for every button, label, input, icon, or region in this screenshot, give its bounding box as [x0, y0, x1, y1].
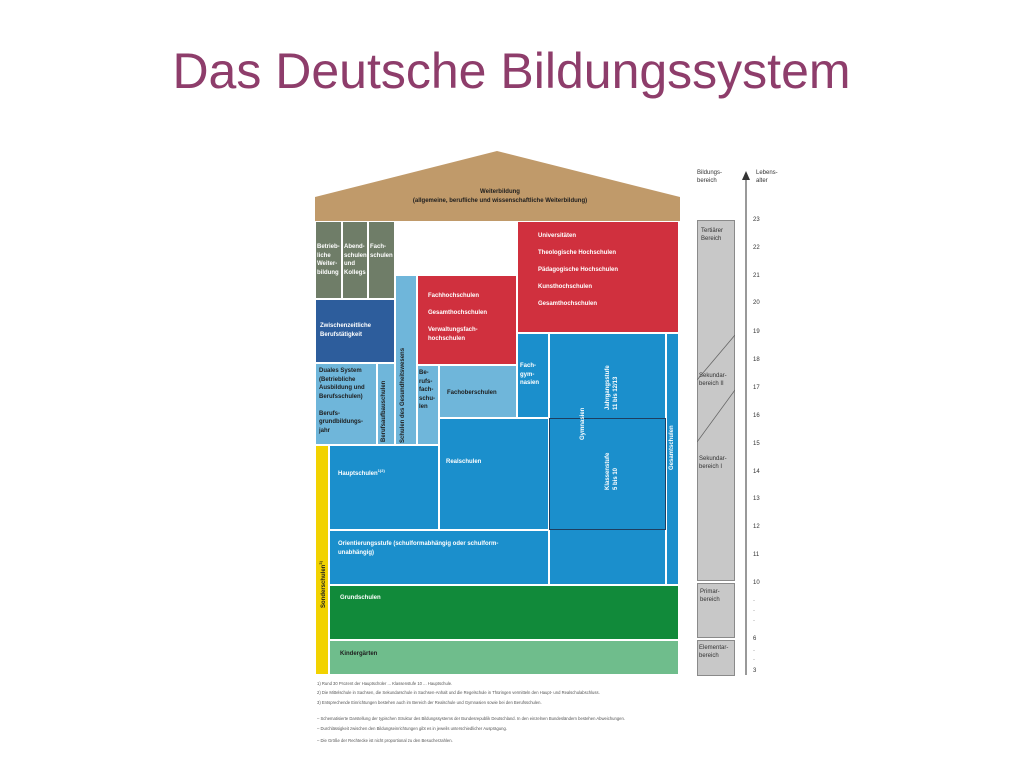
hauptschulen-text: Hauptschulen	[338, 470, 378, 477]
age-label: 19	[753, 329, 760, 335]
age-label: 12	[753, 524, 760, 530]
gesamtschulen-label: Gesamtschulen	[669, 425, 675, 470]
age-label: 23	[753, 217, 760, 223]
abendschulen-box	[342, 221, 368, 299]
fachgymnasien-label: Fach- gym- nasien	[520, 363, 540, 386]
lebensalter-header: Lebens- alter	[756, 170, 778, 184]
age-label: 11	[753, 552, 760, 558]
realschulen-box	[439, 418, 549, 530]
duales-system-box	[315, 363, 377, 445]
gymnasien-klassenstufe-divider	[549, 418, 666, 530]
age-label: 17	[753, 385, 760, 391]
kindergaerten-label: Kindergärten	[340, 651, 378, 657]
sonderschulen-footnote-ref: 3)	[318, 561, 323, 565]
sonderschulen-box	[315, 445, 329, 675]
primarbereich-label: Primar- bereich	[700, 589, 720, 603]
berufsfachschulen-label: Be- rufs- fach- schu- len	[419, 370, 436, 410]
sekundarbereich-2-label: Sekundar- bereich II	[699, 373, 727, 387]
footnote: – Die Größe der Rechtecke ist nicht prop…	[317, 738, 453, 743]
age-label: 10	[753, 580, 760, 586]
betriebliche-weiterbildung-label: Betrieb- liche Weiter- bildung	[317, 244, 340, 276]
fachoberschulen-box	[439, 365, 517, 418]
footnote: – Schematisierte Darstellung der typisch…	[317, 716, 625, 721]
age-label: ·	[753, 618, 755, 624]
age-label: ·	[753, 648, 755, 654]
gesamtschulen-box	[666, 333, 679, 585]
berufsfachschulen-box	[417, 365, 439, 445]
age-label: 15	[753, 441, 760, 447]
age-label: 16	[753, 413, 760, 419]
footnote: 1) Rund 30 Prozent der Hauptschüler ... …	[317, 681, 453, 686]
footnote: – Durchlässigkeit zwischen den Bildungse…	[317, 726, 507, 731]
gymnasien-box	[549, 333, 666, 585]
age-label: 14	[753, 469, 760, 475]
weiterbildung-label: Weiterbildung (allgemeine, berufliche un…	[412, 189, 588, 204]
abendschulen-label: Abend- schulen und Kollegs	[344, 244, 367, 276]
page-title: Das Deutsche Bildungssystem	[172, 43, 851, 99]
bereich-bar-upper	[697, 220, 735, 581]
age-label: 13	[753, 496, 760, 502]
age-label: 22	[753, 245, 760, 251]
age-label: 20	[753, 300, 760, 306]
berufsaufbauschulen-label: Berufsaufbauschulen	[381, 380, 387, 442]
kindergaerten-box	[329, 640, 679, 675]
orientierungsstufe-label: Orientierungsstufe (schulformabhängig od…	[338, 541, 499, 556]
age-label: 18	[753, 357, 760, 363]
fachgymnasien-box	[517, 333, 549, 418]
age-label: 3	[753, 668, 757, 674]
universitaeten-box	[517, 221, 679, 333]
klassenstufe-label: Klassenstufe 5 bis 10	[605, 452, 619, 490]
duales-system-label: Duales System (Betriebliche Ausbildung u…	[319, 368, 365, 434]
jahrgangsstufe-label: Jahrgangsstufe 11 bis 12/13	[605, 365, 619, 410]
elementarbereich-label: Elementar- bereich	[699, 645, 729, 659]
age-label: ·	[753, 608, 755, 614]
orientierungsstufe-box	[329, 530, 549, 585]
fachoberschulen-label: Fachoberschulen	[447, 390, 497, 396]
hauptschulen-box	[329, 445, 439, 530]
grundschulen-box	[329, 585, 679, 640]
primarbereich-bar	[697, 583, 735, 638]
zwischenzeitliche-berufstaetigkeit-label: Zwischenzeitliche Berufstätigkeit	[320, 323, 372, 338]
footnote: 3) Entsprechende Einrichtungen bestehen …	[317, 700, 542, 705]
footnote: 2) Die Mittelschule in Sachsen, die Seku…	[317, 690, 600, 695]
hauptschulen-footnote-ref: 1)2)	[377, 467, 385, 473]
bereich-dividers	[697, 334, 735, 443]
fachschulen-box	[368, 221, 395, 299]
weiterbildung-roof	[315, 151, 680, 221]
age-label: 21	[753, 273, 760, 279]
age-label: 6	[753, 636, 757, 642]
elementarbereich-bar	[697, 640, 735, 676]
grundschulen-label: Grundschulen	[340, 595, 381, 601]
realschulen-label: Realschulen	[446, 459, 482, 465]
age-label: ·	[753, 657, 755, 663]
universitaeten-label: Universitäten Theologische Hochschulen P…	[538, 233, 619, 307]
sonderschulen-text: Sonderschulen	[321, 564, 327, 608]
age-label: ·	[753, 598, 755, 604]
fachhochschulen-box	[417, 275, 517, 365]
hauptschulen-label: Hauptschulen1)2)	[338, 458, 385, 478]
zwischenzeitliche-berufstaetigkeit-box	[315, 299, 395, 363]
bildungsbereich-header: Bildungs- bereich	[697, 170, 723, 184]
sekundarbereich-1-label: Sekundar- bereich I	[699, 456, 727, 470]
age-axis-arrow	[742, 171, 750, 675]
fachhochschulen-label: Fachhochschulen Gesamthochschulen Verwal…	[428, 293, 488, 342]
schulen-gesundheitswesen-box	[395, 275, 417, 445]
tertiaerer-bereich-label: Tertiärer Bereich	[701, 228, 724, 242]
fachschulen-label: Fach- schulen	[370, 244, 393, 259]
berufsaufbauschulen-box	[377, 363, 395, 445]
betriebliche-weiterbildung-box	[315, 221, 342, 299]
schulen-gesundheitswesen-label: Schulen des Gesundheitswesens	[400, 347, 406, 443]
sonderschulen-label: Sonderschulen3)	[318, 561, 327, 608]
gymnasien-label: Gymnasien	[580, 407, 586, 440]
